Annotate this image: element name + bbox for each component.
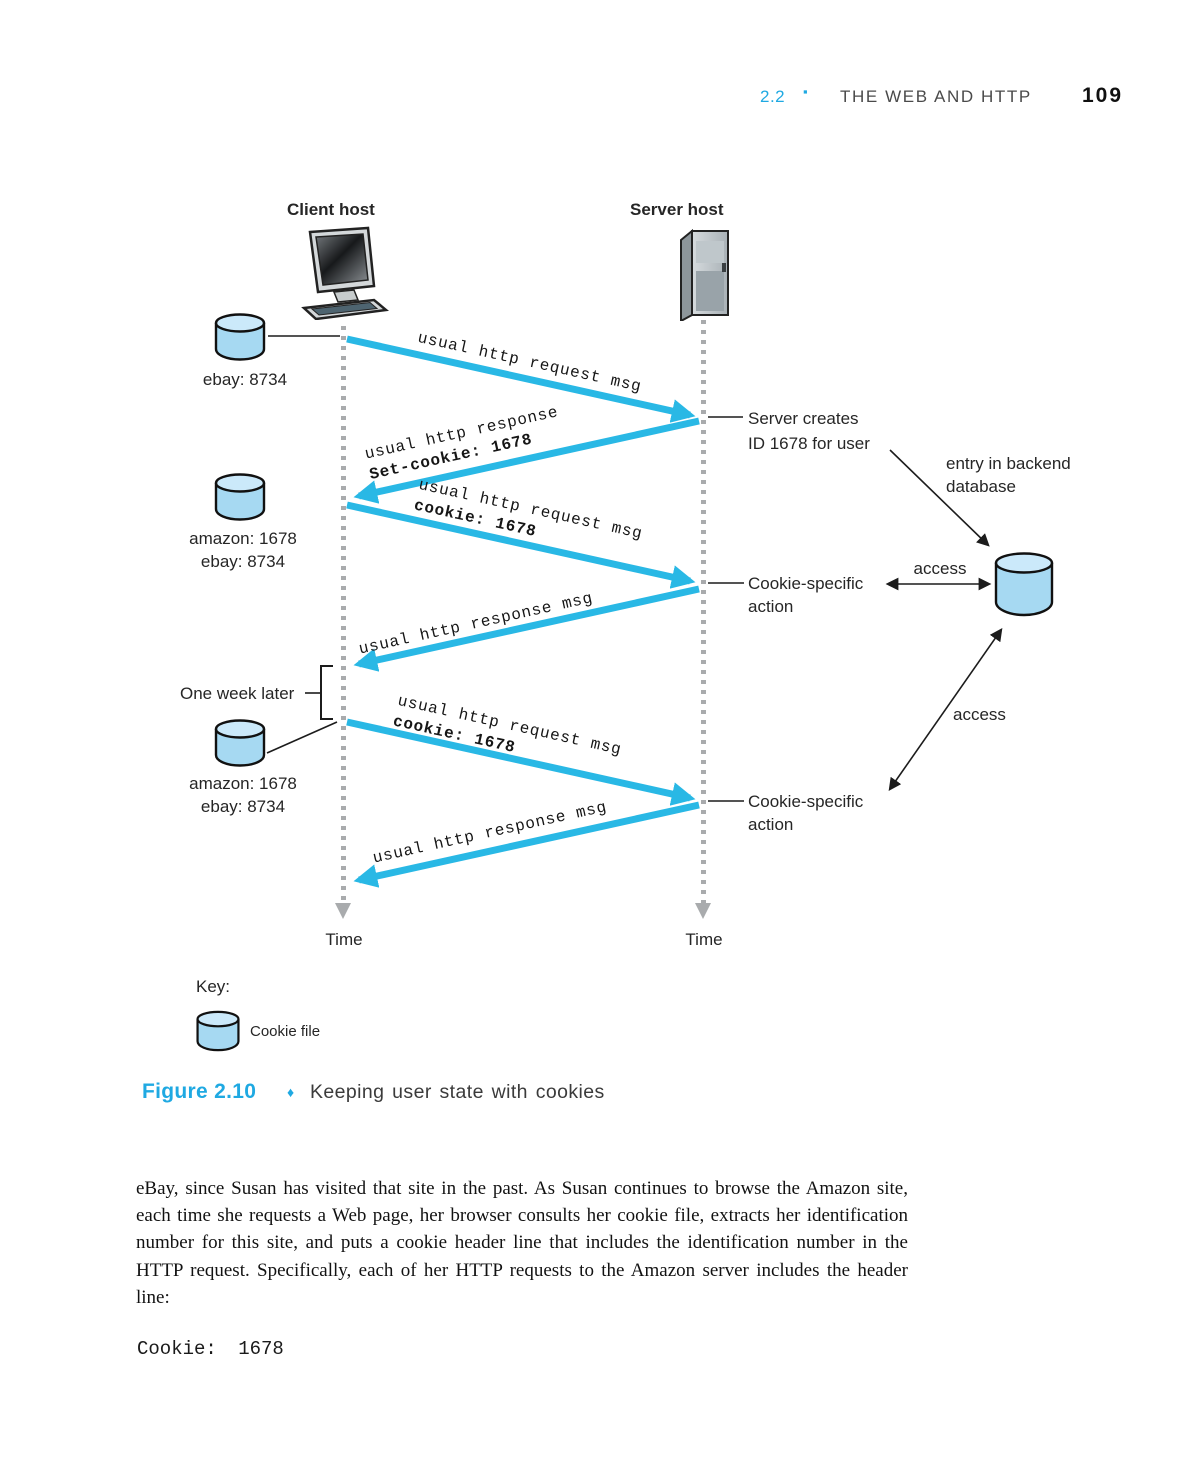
client-timeline-arrowhead-icon	[335, 903, 351, 919]
message-text: usual http response msg	[357, 589, 595, 659]
server-time-label: Time	[685, 930, 723, 949]
server-timeline	[701, 320, 706, 903]
running-header-title: THE WEB AND HTTP	[840, 87, 1032, 106]
cookie-file-icon-2	[214, 473, 266, 521]
one-week-later-label: One week later	[180, 684, 295, 703]
key-cookie-file-label: Cookie file	[250, 1023, 321, 1040]
message-text: usual http request msg	[415, 328, 644, 397]
note-line: entry in backend	[946, 454, 1071, 473]
note-line: database	[946, 477, 1016, 496]
message-label-request-2: usual http request msg cookie: 1678	[412, 475, 645, 566]
key-title: Key:	[196, 977, 231, 996]
message-label-response-3: usual http response msg	[371, 797, 609, 869]
cookie-file-line: amazon: 1678	[189, 774, 297, 793]
backend-database-icon	[994, 552, 1054, 617]
message-text: usual http response msg	[371, 798, 609, 868]
cookie-file-line: ebay: 8734	[200, 552, 286, 571]
cookie-file-line: ebay: 8734	[200, 797, 286, 816]
key-cookie-file-icon	[196, 1010, 240, 1052]
server-creates-note: Server creates ID 1678 for user	[748, 406, 870, 456]
message-label-request-3: usual http request msg cookie: 1678	[391, 691, 624, 782]
figure-label: Figure 2.10	[142, 1080, 257, 1103]
access-label-1: access	[913, 559, 967, 578]
cookie-file-icon-1	[214, 313, 266, 361]
client-computer-icon	[301, 226, 390, 320]
cookie-file-line: amazon: 1678	[189, 529, 297, 548]
cookie-file-label-2: amazon: 1678 ebay: 8734	[168, 527, 318, 573]
note-line: action	[748, 815, 794, 834]
access-label-2: access	[953, 705, 1006, 724]
figure-diamond-icon: ♦	[287, 1084, 295, 1100]
section-number: 2.2	[760, 87, 786, 106]
note-line: Cookie-specific	[748, 792, 864, 811]
body-paragraph: eBay, since Susan has visited that site …	[136, 1178, 908, 1308]
message-label-request-1: usual http request msg	[415, 328, 643, 398]
note-line: Server creates	[748, 409, 859, 428]
cookie-file-icon-3	[214, 719, 266, 767]
note-line: action	[748, 597, 794, 616]
cookie-header-code: Cookie: 1678	[137, 1338, 284, 1360]
message-label-response-1: usual http response Set-cookie: 1678	[363, 402, 565, 486]
client-time-label: Time	[325, 930, 363, 949]
cookie-file-label-3: amazon: 1678 ebay: 8734	[168, 772, 318, 818]
cookie-action-note-1: Cookie-specific action	[748, 572, 863, 618]
client-host-label: Client host	[287, 200, 375, 219]
cookie-file-connector-3	[266, 721, 338, 754]
server-tower-icon	[680, 228, 729, 321]
cookie-file-label-1: ebay: 8734	[202, 370, 288, 389]
note-line: ID 1678 for user	[748, 434, 870, 453]
server-host-label: Server host	[630, 200, 724, 219]
note-line: Cookie-specific	[748, 574, 864, 593]
server-timeline-arrowhead-icon	[695, 903, 711, 919]
entry-backend-note: entry in backend database	[946, 452, 1071, 498]
figure-2-10-diagram: Client host Server host	[168, 200, 1071, 1052]
page-number: 109	[1082, 84, 1124, 107]
section-bullet-icon: ▪	[803, 84, 808, 99]
cookie-action-note-2: Cookie-specific action	[748, 790, 863, 836]
http-response-arrow-2	[353, 585, 700, 672]
figure-caption: Keeping user state with cookies	[310, 1081, 605, 1103]
client-timeline	[341, 326, 346, 903]
message-label-response-2: usual http response msg	[357, 588, 595, 660]
one-week-bracket	[320, 665, 333, 720]
